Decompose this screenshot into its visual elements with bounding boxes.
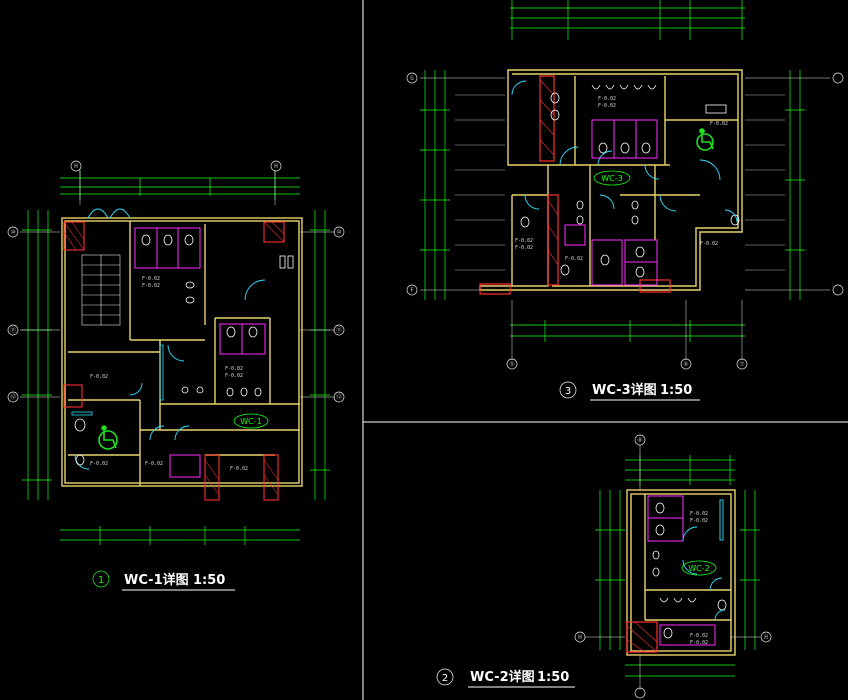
- wc2-annotations: F-0.02 F-0.02 F-0.02 F-0.02: [690, 511, 708, 646]
- wc1-grid-left-3: ⑫: [10, 393, 16, 401]
- svg-text:F-0.02: F-0.02: [142, 283, 160, 289]
- wc2-tag-label: WC-2: [688, 564, 709, 573]
- wc3-tag-label: WC-3: [601, 174, 622, 183]
- plan-wc2: F-0.02 F-0.02 F-0.02 F-0.02 WC-2 ⑧ H H 2…: [436, 434, 772, 699]
- wc1-annotations: F-0.02 F-0.02 F-0.02 F-0.02 F-0.02 F-0.0…: [90, 276, 248, 472]
- wc3-columns: [479, 75, 671, 295]
- svg-text:F-0.02: F-0.02: [142, 276, 160, 282]
- wc2-doors: [682, 499, 726, 621]
- wc3-grid-bottom-2: ⑥: [683, 361, 688, 368]
- wc2-caption-number: 2: [442, 673, 448, 684]
- wheelchair-icon: [98, 425, 118, 450]
- wc3-doors: [511, 80, 738, 223]
- wc2-columns: [626, 621, 658, 653]
- svg-text:F-0.02: F-0.02: [598, 103, 616, 109]
- wc2-grid-right-1: H: [764, 634, 768, 641]
- wc3-dimensions: [420, 0, 805, 342]
- wc3-caption-title: WC-3详图: [592, 382, 657, 398]
- wc3-caption-number: 3: [565, 386, 571, 397]
- wc3-grid-bottom-3: ⑦: [739, 361, 744, 368]
- svg-text:F-0.02: F-0.02: [225, 373, 243, 379]
- grid-bubble-icon: [436, 434, 772, 699]
- wc2-grid-right-2: H: [578, 634, 582, 641]
- wc1-toilet-stalls: [134, 227, 266, 478]
- plan-wc3: F-0.02 F-0.02 F-0.02 F-0.02 F-0.02 F-0.0…: [406, 0, 844, 401]
- wc3-annotations: F-0.02 F-0.02 F-0.02 F-0.02 F-0.02 F-0.0…: [515, 96, 728, 262]
- wc1-grab-bars: [71, 344, 164, 416]
- grid-bubble-icon: [406, 72, 844, 399]
- wc3-grid-left-2: F: [410, 287, 414, 294]
- wc2-walls: [626, 489, 736, 656]
- wheelchair-icon: [696, 128, 714, 151]
- wc2-grid-top-1: ⑧: [637, 437, 642, 444]
- wc3-tag: [593, 170, 631, 186]
- wc3-grid-bottom-1: ⑤: [509, 361, 514, 368]
- wc1-tag-label: WC-1: [240, 417, 261, 426]
- svg-text:F-0.02: F-0.02: [515, 238, 533, 244]
- svg-text:F-0.02: F-0.02: [225, 366, 243, 372]
- wc1-grid-left-1: ⑩: [10, 229, 15, 236]
- wc1-walls: [61, 217, 303, 487]
- wc2-grid-lines: [585, 445, 760, 690]
- wc1-grid-lines: [20, 170, 335, 398]
- wc2-caption-title: WC-2详图: [470, 669, 535, 685]
- wc3-grid-left-1: G: [410, 75, 414, 82]
- svg-text:F-0.02: F-0.02: [565, 256, 583, 262]
- wc3-facade-lines: [455, 94, 785, 271]
- svg-text:F-0.02: F-0.02: [690, 511, 708, 517]
- wc3-toilet-stalls: [564, 119, 658, 286]
- svg-text:F-0.02: F-0.02: [700, 241, 718, 247]
- svg-text:F-0.02: F-0.02: [90, 461, 108, 467]
- wc1-tag: [233, 413, 269, 429]
- wc2-toilet-stalls: [647, 495, 716, 646]
- wc1-columns: [63, 221, 285, 501]
- wc1-grid-right-3: ⑫: [336, 393, 342, 401]
- wc2-tag: [681, 560, 717, 576]
- wc2-caption-scale: 1:50: [537, 670, 569, 685]
- svg-text:F-0.02: F-0.02: [90, 374, 108, 380]
- wc1-grid-top-1: H: [74, 163, 78, 170]
- grid-bubble-icon: [7, 160, 345, 588]
- svg-text:F-0.02: F-0.02: [598, 96, 616, 102]
- wc1-grid-right-2: ⑪: [336, 326, 342, 334]
- wc1-caption-scale: 1:50: [193, 573, 225, 588]
- sheet-dividers: [362, 0, 848, 700]
- wc3-grid-lines: [420, 77, 830, 360]
- svg-text:F-0.02: F-0.02: [690, 518, 708, 524]
- wc1-grid-left-2: ⑪: [10, 326, 16, 334]
- wc1-grid-top-2: H: [274, 163, 278, 170]
- svg-text:F-0.02: F-0.02: [515, 245, 533, 251]
- wc1-stair: [81, 254, 121, 326]
- svg-text:F-0.02: F-0.02: [690, 633, 708, 639]
- svg-text:F-0.02: F-0.02: [710, 121, 728, 127]
- wc1-hand-dryers: [279, 255, 294, 269]
- wc1-caption-title: WC-1详图: [124, 572, 189, 588]
- svg-text:F-0.02: F-0.02: [145, 461, 163, 467]
- wc3-caption-scale: 1:50: [660, 383, 692, 398]
- wc1-caption-number: 1: [98, 575, 104, 586]
- svg-text:F-0.02: F-0.02: [230, 466, 248, 472]
- wc1-grid-right-1: ⑩: [336, 229, 341, 236]
- wc3-fixtures: [520, 84, 740, 278]
- plan-wc1: F-0.02 F-0.02 F-0.02 F-0.02 F-0.02 F-0.0…: [7, 160, 345, 591]
- wc1-toilet-icons: [74, 234, 262, 466]
- svg-text:F-0.02: F-0.02: [690, 640, 708, 646]
